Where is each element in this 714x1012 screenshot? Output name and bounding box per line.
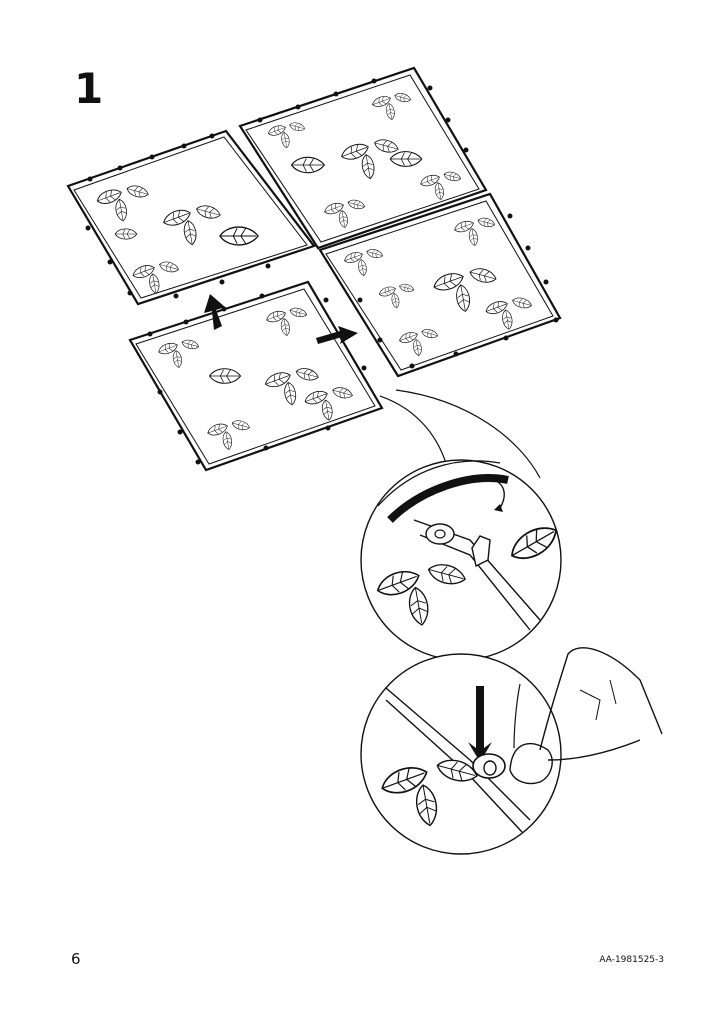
push-down-arrow-icon <box>468 686 492 762</box>
panel-top-left <box>66 129 316 306</box>
page-number: 6 <box>71 950 81 968</box>
panel-top-right <box>238 66 488 250</box>
arrow-right-icon <box>316 326 358 344</box>
panel-bottom-right <box>318 192 562 378</box>
step-number: 1 <box>74 64 104 113</box>
document-code: AA-1981525-3 <box>599 955 664 965</box>
detail-circle-rotate <box>360 459 564 661</box>
arrow-up-icon <box>204 294 225 330</box>
panel-loose <box>128 280 384 472</box>
detail-circle-press <box>360 647 663 855</box>
rotate-arrow-icon <box>497 481 505 509</box>
hand-press-icon <box>509 647 663 785</box>
